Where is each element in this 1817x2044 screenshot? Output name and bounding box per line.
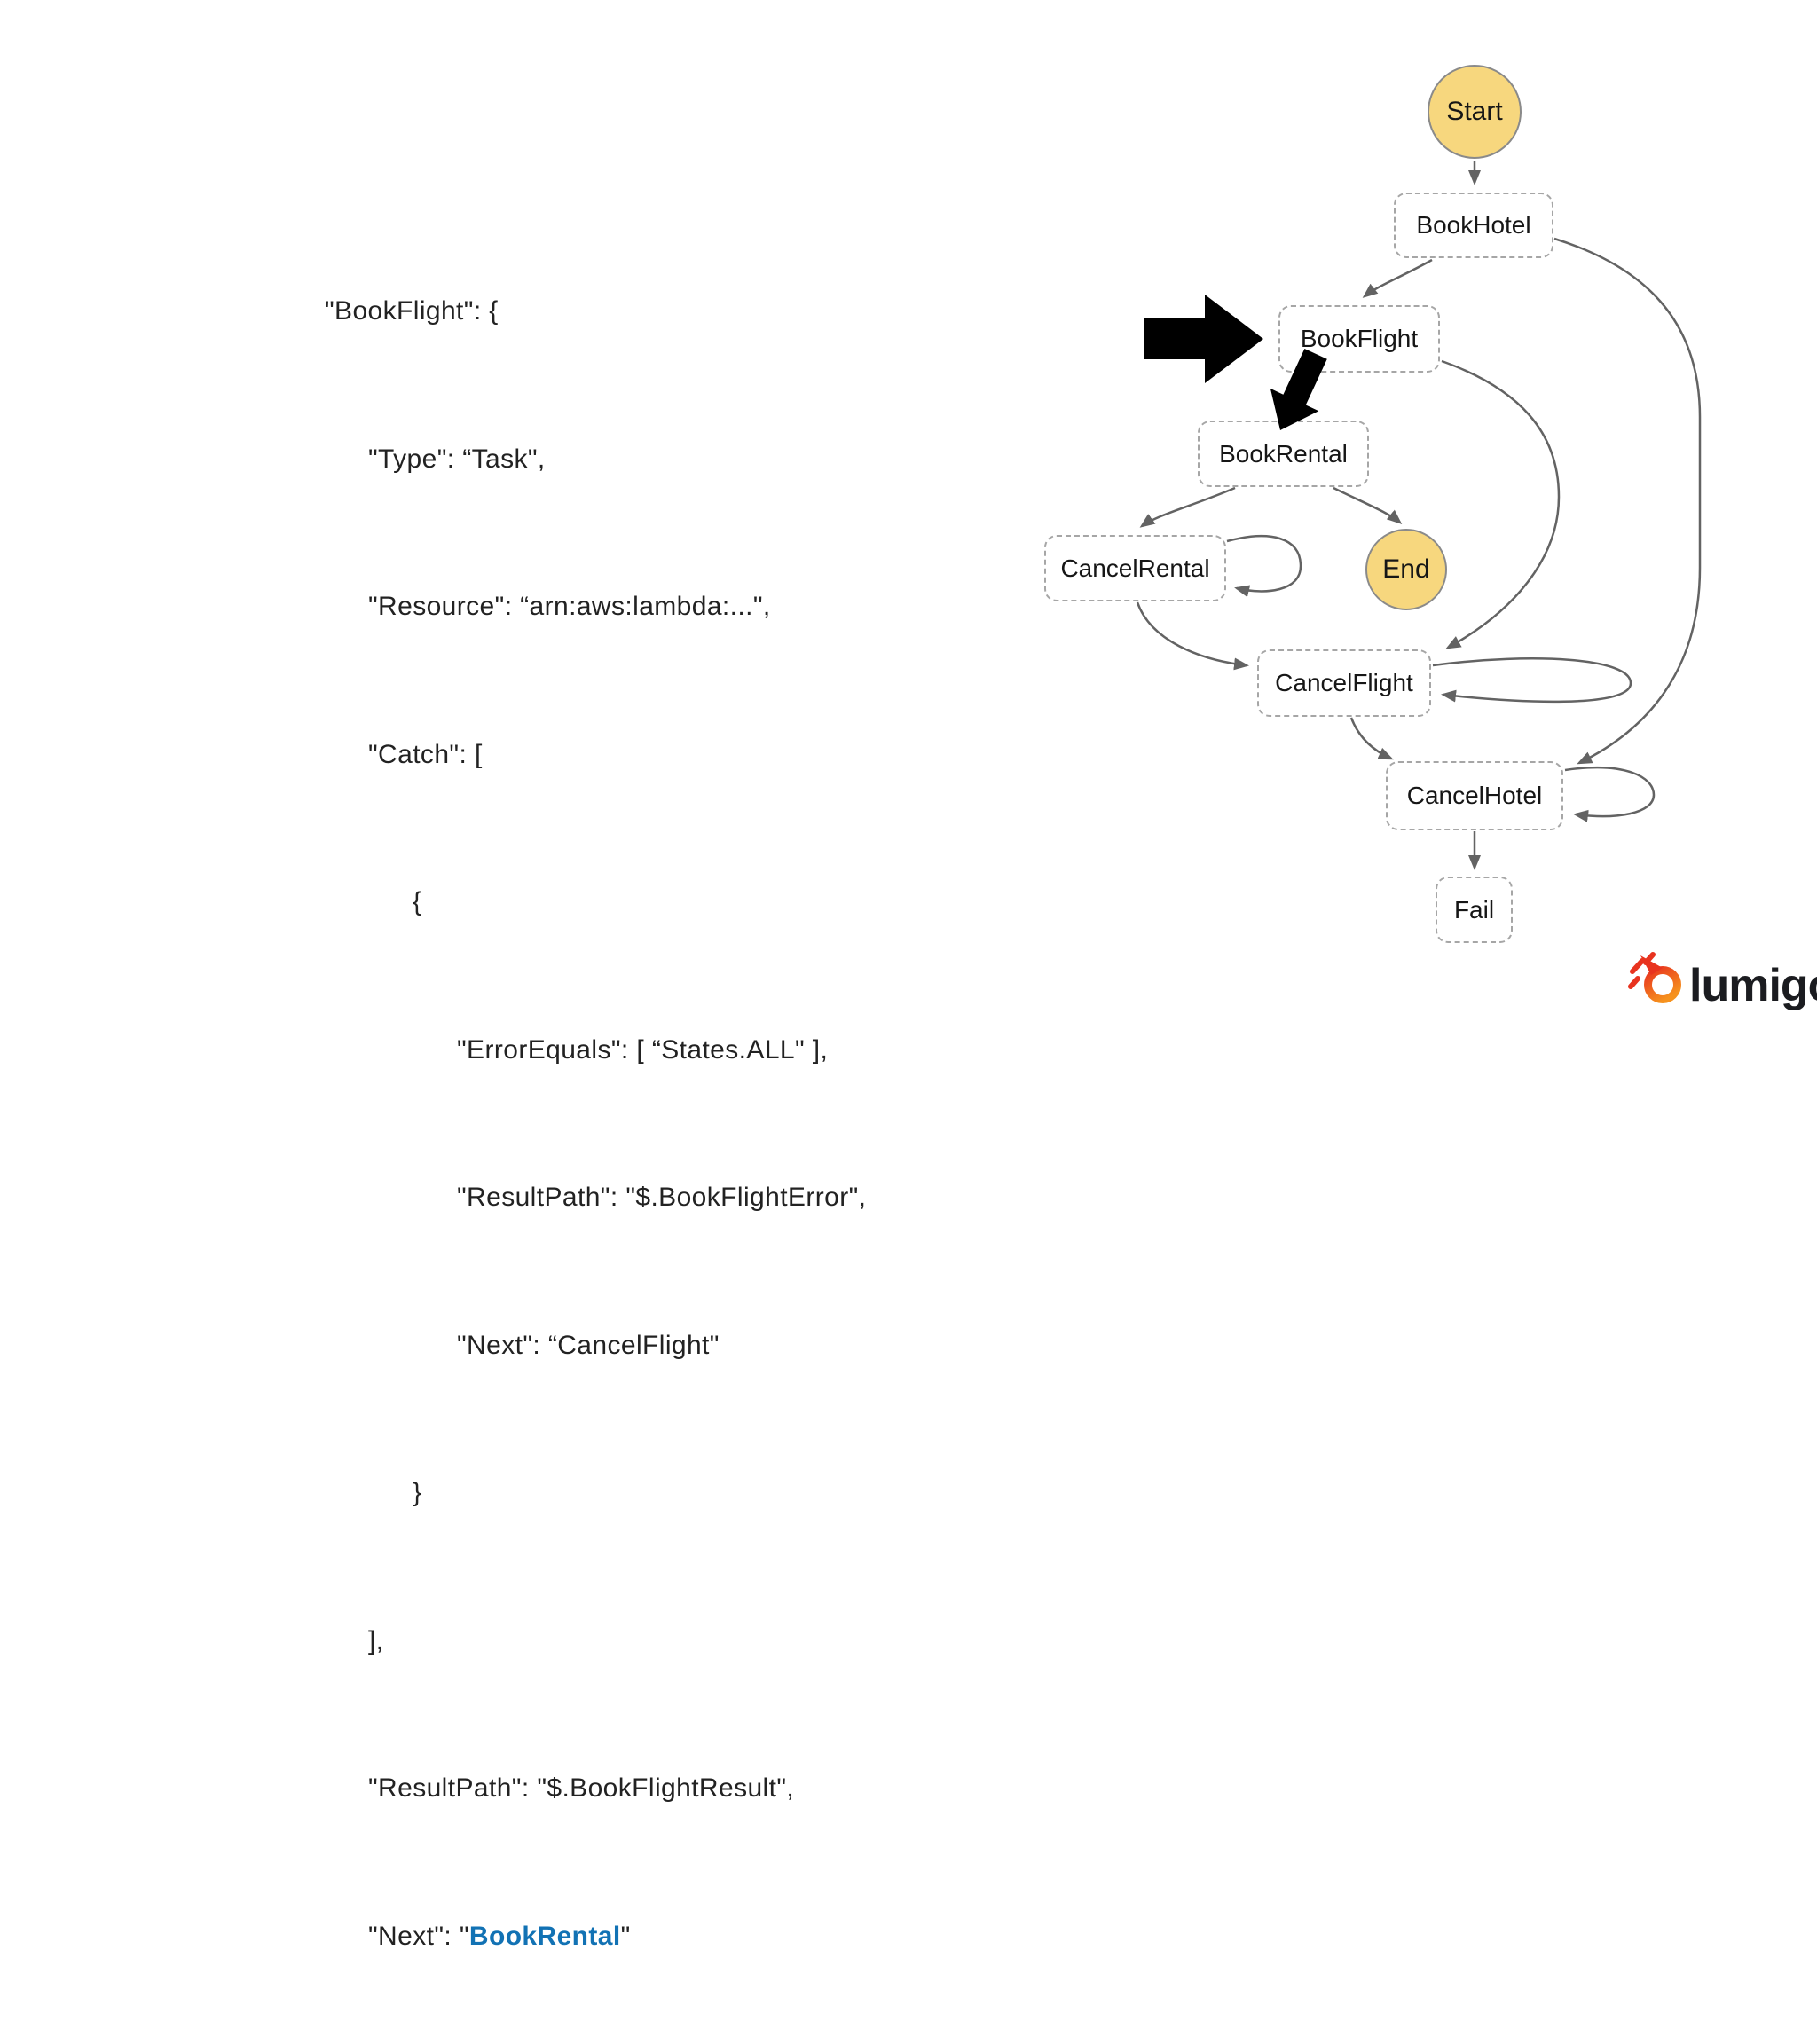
node-label: BookRental [1219,439,1348,468]
code-line: "Catch": [ [325,730,866,780]
code-line: "Resource": “arn:aws:lambda:...", [325,582,866,632]
code-line: "Next": “CancelFlight" [325,1321,866,1371]
code-text: "BookFlight": { [325,296,499,326]
edge-bookhotel-bookflight [1362,258,1433,298]
code-line: { [325,877,866,927]
node-label: CancelRental [1060,554,1210,582]
node-fail: Fail [1436,877,1513,943]
edge-cancelrental-selfloop [1226,535,1302,598]
slide: "BookFlight": { "Type": “Task", "Resourc… [325,65,1817,1951]
code-text: "Next": “CancelFlight" [457,1330,720,1360]
small-downleft-arrow-icon [1270,349,1327,430]
lumigo-logo-text: lumigo [1689,960,1817,1011]
big-right-arrow-icon [1144,295,1263,383]
node-label: Start [1446,97,1503,126]
code-text: "ErrorEquals": [ “States.ALL" ], [457,1034,829,1065]
state-machine-edges [1136,161,1702,870]
node-label: BookFlight [1300,325,1419,352]
node-bookrental: BookRental [1198,421,1369,487]
node-bookhotel: BookHotel [1394,193,1553,258]
code-line: "ResultPath": "$.BookFlightResult", [325,1764,866,1813]
code-text: "Catch": [ [368,739,483,769]
lumigo-flame-icon [1628,952,1681,1003]
edge-bookflight-cancelflight [1441,359,1561,649]
code-text: "Resource": “arn:aws:lambda:...", [368,592,771,621]
node-label: CancelFlight [1275,669,1413,696]
code-line: "Type": “Task", [325,435,866,484]
node-label: End [1382,554,1430,584]
code-line: } [325,1468,866,1518]
node-cancelrental: CancelRental [1044,535,1226,601]
code-line: "ErrorEquals": [ “States.ALL" ], [325,1026,866,1075]
node-end: End [1365,529,1447,610]
code-text: } [413,1478,422,1507]
edge-cancelflight-selfloop [1432,657,1632,704]
lumigo-logo: lumigo [1628,952,1817,1011]
edge-cancelflight-cancelhotel [1349,717,1394,760]
edge-cancelhotel-selfloop [1564,766,1656,822]
edge-bookrental-end [1333,486,1403,524]
highlighted-next-state: BookRental [468,1921,621,1951]
annotation-arrows [1144,295,1327,430]
code-text: ], [368,1625,384,1655]
node-label: CancelHotel [1406,782,1543,809]
edge-bookhotel-cancelhotel [1553,237,1702,765]
node-cancelhotel: CancelHotel [1386,761,1563,830]
code-text: "Next": " [368,1921,469,1951]
code-text: { [413,887,422,916]
node-label: BookHotel [1416,211,1531,239]
code-text: "Type": “Task", [368,444,546,474]
edge-cancelrental-cancelflight [1136,601,1249,671]
code-line: "BookFlight": { [325,287,866,336]
node-label: Fail [1453,895,1495,924]
code-text: " [620,1921,631,1951]
edge-bookrental-cancelrental [1139,486,1236,528]
code-line: "ResultPath": "$.BookFlightError", [325,1173,866,1222]
code-text: "ResultPath": "$.BookFlightResult", [368,1773,795,1803]
code-text: "ResultPath": "$.BookFlightError", [457,1183,867,1212]
code-line: ], [325,1616,866,1666]
code-line: "Next": "BookRental" [325,1912,866,1961]
node-start: Start [1428,65,1522,159]
node-cancelflight: CancelFlight [1257,649,1431,717]
